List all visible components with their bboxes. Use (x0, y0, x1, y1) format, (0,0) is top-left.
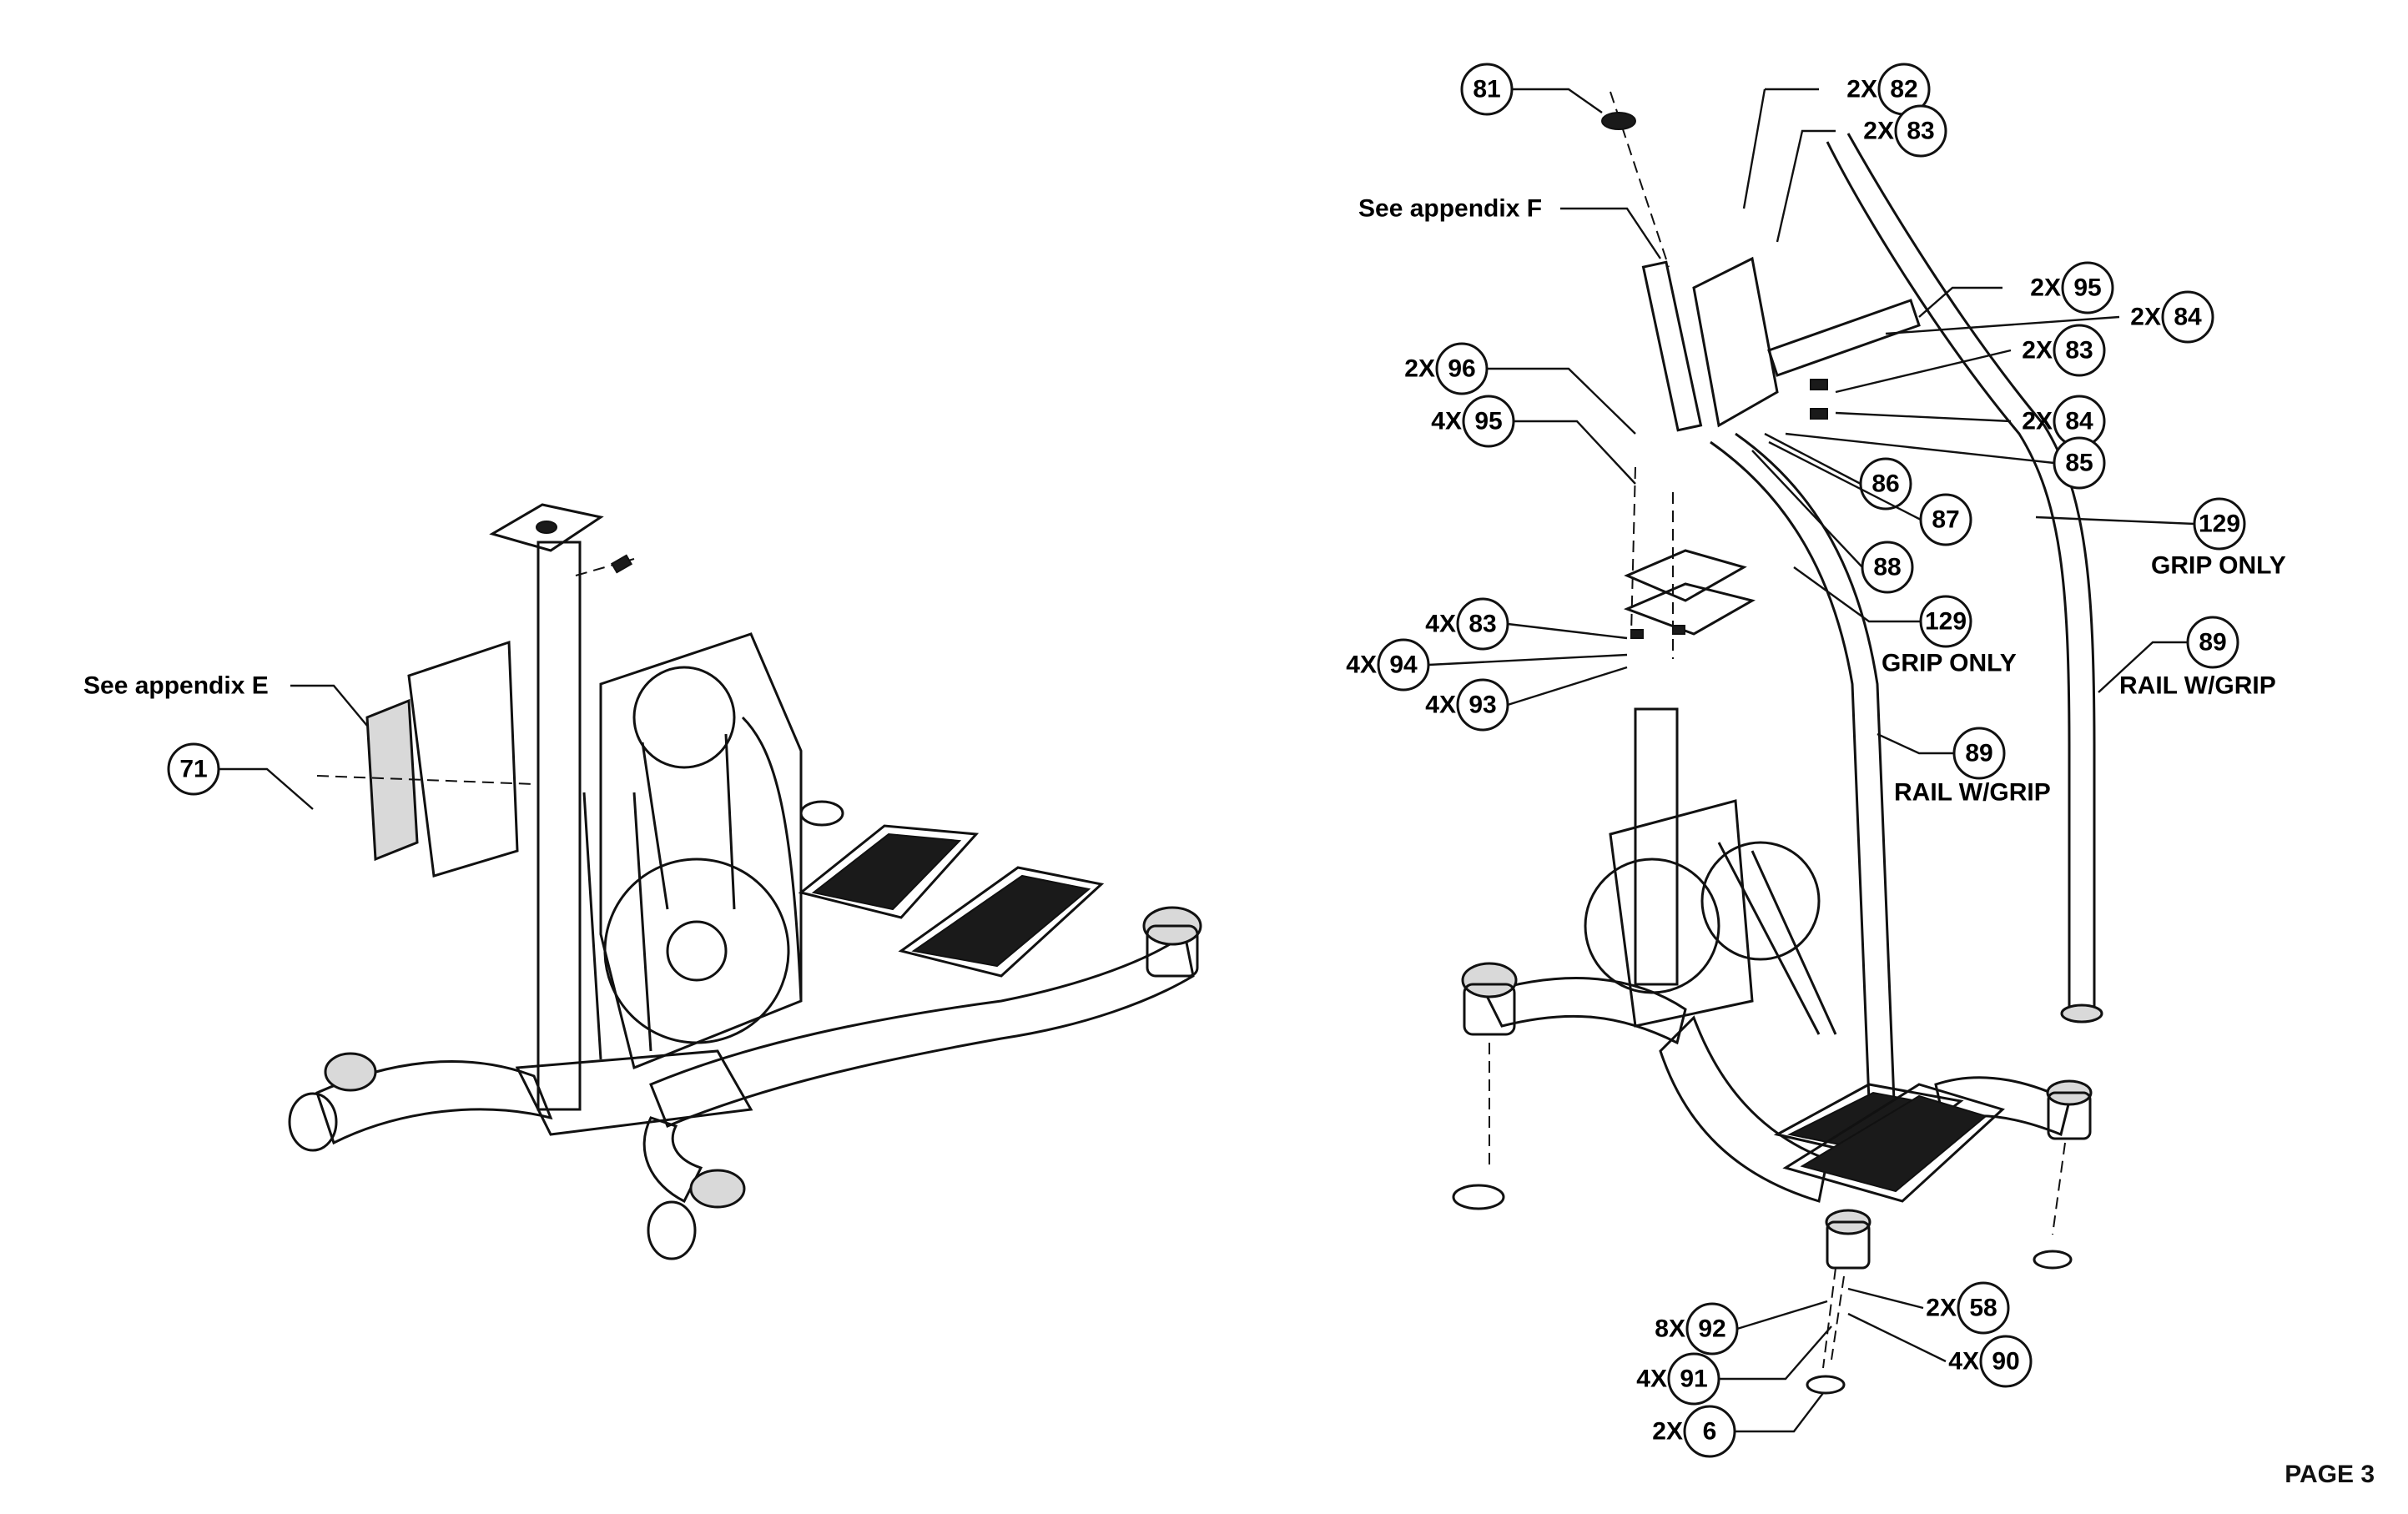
callout-4x-91: 4X 91 (1636, 1352, 1720, 1406)
svg-text:129: 129 (1925, 608, 1967, 636)
svg-text:92: 92 (1698, 1315, 1725, 1343)
svg-text:96: 96 (1448, 355, 1475, 383)
callout-4x-94: 4X 94 (1346, 638, 1430, 692)
callout-2x-6: 2X 6 (1652, 1405, 1736, 1458)
svg-text:58: 58 (1969, 1295, 1997, 1322)
svg-text:94: 94 (1389, 651, 1418, 679)
svg-text:2X: 2X (2130, 304, 2161, 331)
svg-text:83: 83 (1468, 611, 1496, 638)
svg-text:4X: 4X (1431, 408, 1462, 435)
svg-text:87: 87 (1932, 506, 1959, 534)
svg-text:71: 71 (179, 756, 207, 783)
svg-text:95: 95 (2073, 274, 2101, 302)
svg-text:82: 82 (1890, 76, 1917, 103)
svg-text:2X: 2X (2030, 274, 2061, 302)
callout-87: 87 (1919, 493, 1972, 546)
callout-2x-84-lower: 2X 84 (2022, 395, 2106, 448)
callout-2x-83-mid: 2X 83 (2022, 324, 2106, 377)
note-grip-only-right: GRIP ONLY (2151, 552, 2286, 580)
svg-text:2X: 2X (1846, 76, 1877, 103)
svg-text:129: 129 (2199, 511, 2240, 538)
svg-text:89: 89 (1965, 740, 1992, 767)
svg-text:88: 88 (1873, 554, 1901, 581)
callout-129-left: 129 (1919, 595, 1972, 648)
svg-text:83: 83 (2065, 337, 2093, 365)
svg-text:90: 90 (1992, 1348, 2019, 1376)
svg-text:89: 89 (2199, 629, 2226, 656)
svg-text:2X: 2X (2022, 337, 2053, 365)
callout-2x-58: 2X 58 (1926, 1281, 2010, 1335)
svg-text:84: 84 (2174, 304, 2202, 331)
left-machine-illustration (288, 503, 1202, 1260)
callout-81: 81 (1460, 63, 1514, 116)
svg-text:4X: 4X (1636, 1366, 1667, 1393)
callout-2x-83-top: 2X 83 (1863, 104, 1947, 158)
note-rail-grip-right: RAIL W/GRIP (2119, 672, 2276, 700)
svg-text:84: 84 (2065, 408, 2093, 435)
note-appendix-f: See appendix F (1358, 195, 1542, 223)
note-appendix-e: See appendix E (83, 672, 269, 700)
svg-text:2X: 2X (1404, 355, 1435, 383)
callout-2x-84-top: 2X 84 (2130, 290, 2214, 344)
callout-2x-82: 2X 82 (1846, 63, 1931, 116)
callout-4x-95: 4X 95 (1431, 395, 1515, 448)
callout-4x-93: 4X 93 (1425, 678, 1509, 732)
svg-text:83: 83 (1907, 118, 1934, 145)
callout-2x-96: 2X 96 (1404, 342, 1489, 395)
svg-text:86: 86 (1871, 470, 1899, 498)
callout-85: 85 (2053, 436, 2106, 490)
svg-text:4X: 4X (1346, 651, 1377, 679)
svg-text:2X: 2X (1863, 118, 1894, 145)
svg-text:4X: 4X (1425, 611, 1456, 638)
note-rail-grip-left: RAIL W/GRIP (1894, 779, 2051, 807)
svg-text:4X: 4X (1948, 1348, 1979, 1376)
callout-8x-92: 8X 92 (1655, 1302, 1739, 1356)
callout-4x-90: 4X 90 (1948, 1335, 2033, 1388)
callout-2x-95-right: 2X 95 (2030, 261, 2114, 314)
right-machine-illustration (1452, 91, 2103, 1395)
svg-text:6: 6 (1703, 1418, 1717, 1446)
callout-88: 88 (1861, 541, 1914, 594)
svg-text:2X: 2X (1652, 1418, 1683, 1446)
svg-text:8X: 8X (1655, 1315, 1685, 1343)
callout-89-left: 89 (1952, 727, 2006, 780)
svg-text:91: 91 (1680, 1366, 1707, 1393)
svg-text:93: 93 (1468, 692, 1496, 719)
callout-4x-83: 4X 83 (1425, 597, 1509, 651)
svg-text:2X: 2X (2022, 408, 2053, 435)
callout-129-right: 129 (2193, 497, 2246, 551)
svg-text:4X: 4X (1425, 692, 1456, 719)
callout-71: 71 (167, 742, 220, 796)
svg-text:81: 81 (1473, 76, 1500, 103)
note-grip-only-left: GRIP ONLY (1882, 650, 2017, 677)
svg-text:85: 85 (2065, 450, 2093, 477)
left-annotations: See appendix E 71 (83, 672, 368, 810)
right-annotations: 81 2X 82 2X 83 See appendix F 2X 95 2X (1346, 63, 2286, 1458)
svg-text:2X: 2X (1926, 1295, 1957, 1322)
svg-text:95: 95 (1474, 408, 1502, 435)
callout-89-right: 89 (2186, 616, 2239, 669)
page-number-label: PAGE 3 (2285, 1461, 2375, 1488)
